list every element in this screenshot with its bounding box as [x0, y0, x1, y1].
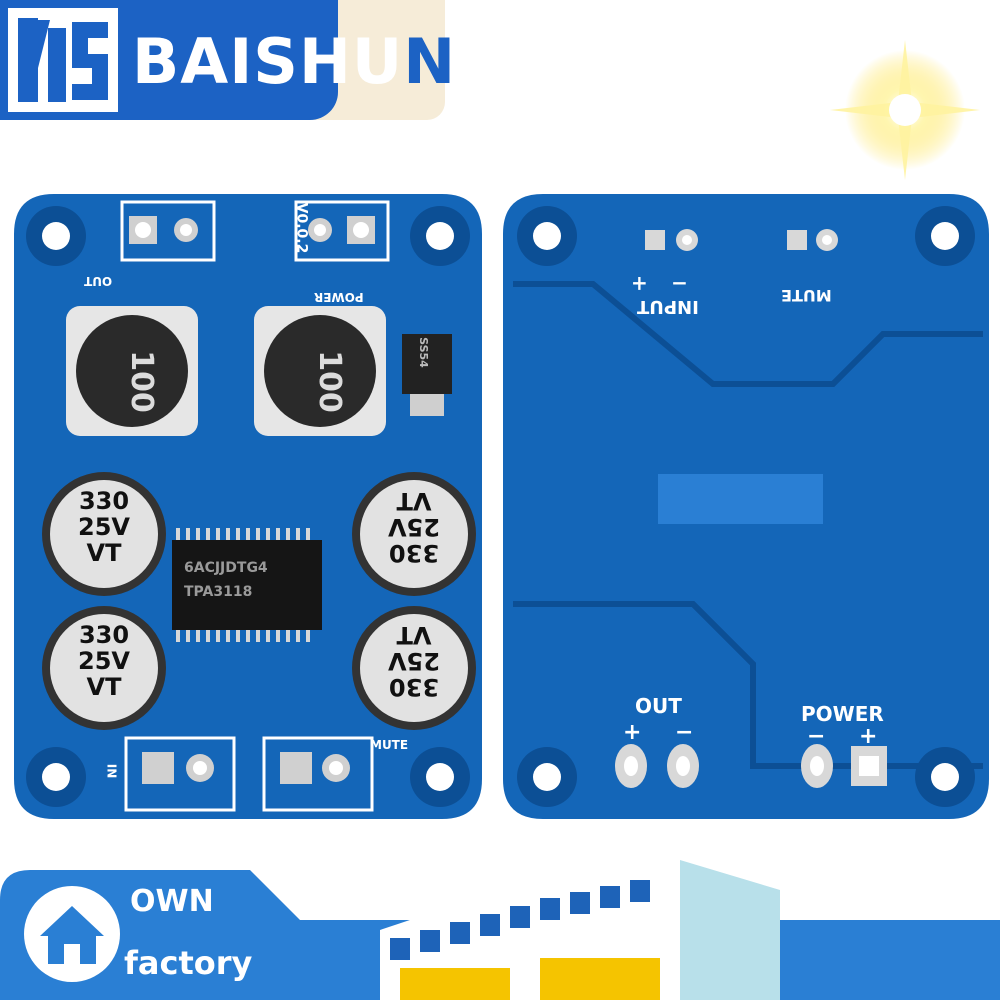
- front-power-label: POWER: [314, 290, 364, 304]
- back-power-plus: +: [859, 724, 878, 749]
- cap-voltage: 25V: [388, 647, 440, 675]
- cap-value: 330: [78, 487, 130, 515]
- version-label: V0.0.2: [293, 202, 310, 254]
- chip-line-2: TPA3118: [184, 584, 253, 600]
- inductor-label-right: 100: [311, 350, 347, 413]
- pcb-back: INPUT MUTE + − OUT POWER + − − +: [503, 194, 989, 819]
- cap-code: VT: [86, 673, 122, 701]
- back-input-minus: −: [671, 272, 688, 296]
- cap-value: 330: [388, 539, 440, 567]
- cap-right-top: 330 25V VT: [382, 487, 446, 567]
- diode-label: SS54: [416, 337, 430, 368]
- back-out-label: OUT: [635, 694, 682, 718]
- chip-line-1: 6ACJJDTG4: [184, 560, 268, 576]
- back-power-minus: −: [807, 724, 826, 749]
- back-input-label: INPUT: [637, 296, 699, 317]
- back-out-plus: +: [623, 720, 642, 745]
- pcb-front: V0.0.2 100 100 6ACJJDTG4 TPA3118 SS54 33…: [14, 194, 482, 819]
- brand-logo: [8, 8, 118, 112]
- back-mute-label: MUTE: [781, 286, 832, 305]
- cap-right-bottom: 330 25V VT: [382, 621, 446, 701]
- factory-building: [380, 850, 780, 1000]
- cap-value: 330: [78, 621, 130, 649]
- cap-code: VT: [396, 621, 432, 649]
- back-power-label: POWER: [801, 702, 884, 726]
- cap-code: VT: [396, 487, 432, 515]
- back-input-plus: +: [631, 272, 648, 296]
- front-mute-label: MUTE: [370, 738, 409, 752]
- front-out-label: OUT: [84, 274, 113, 288]
- cap-code: VT: [86, 539, 122, 567]
- footer-own: OWN: [130, 884, 214, 919]
- cap-voltage: 25V: [388, 513, 440, 541]
- footer-factory: factory: [124, 944, 253, 982]
- brand-name-main: BAISHU: [132, 25, 404, 98]
- sun-icon: [820, 30, 990, 190]
- cap-left-top: 330 25V VT: [72, 488, 136, 566]
- brand-name-tail: N: [403, 25, 457, 98]
- inductor-label-left: 100: [123, 350, 159, 413]
- brand-name: BAISHUN: [132, 22, 456, 102]
- back-out-minus: −: [675, 720, 694, 745]
- house-icon: [22, 884, 122, 984]
- cap-left-bottom: 330 25V VT: [72, 622, 136, 700]
- cap-voltage: 25V: [78, 647, 130, 675]
- front-in-label: IN: [104, 763, 119, 779]
- cap-voltage: 25V: [78, 513, 130, 541]
- cap-value: 330: [388, 673, 440, 701]
